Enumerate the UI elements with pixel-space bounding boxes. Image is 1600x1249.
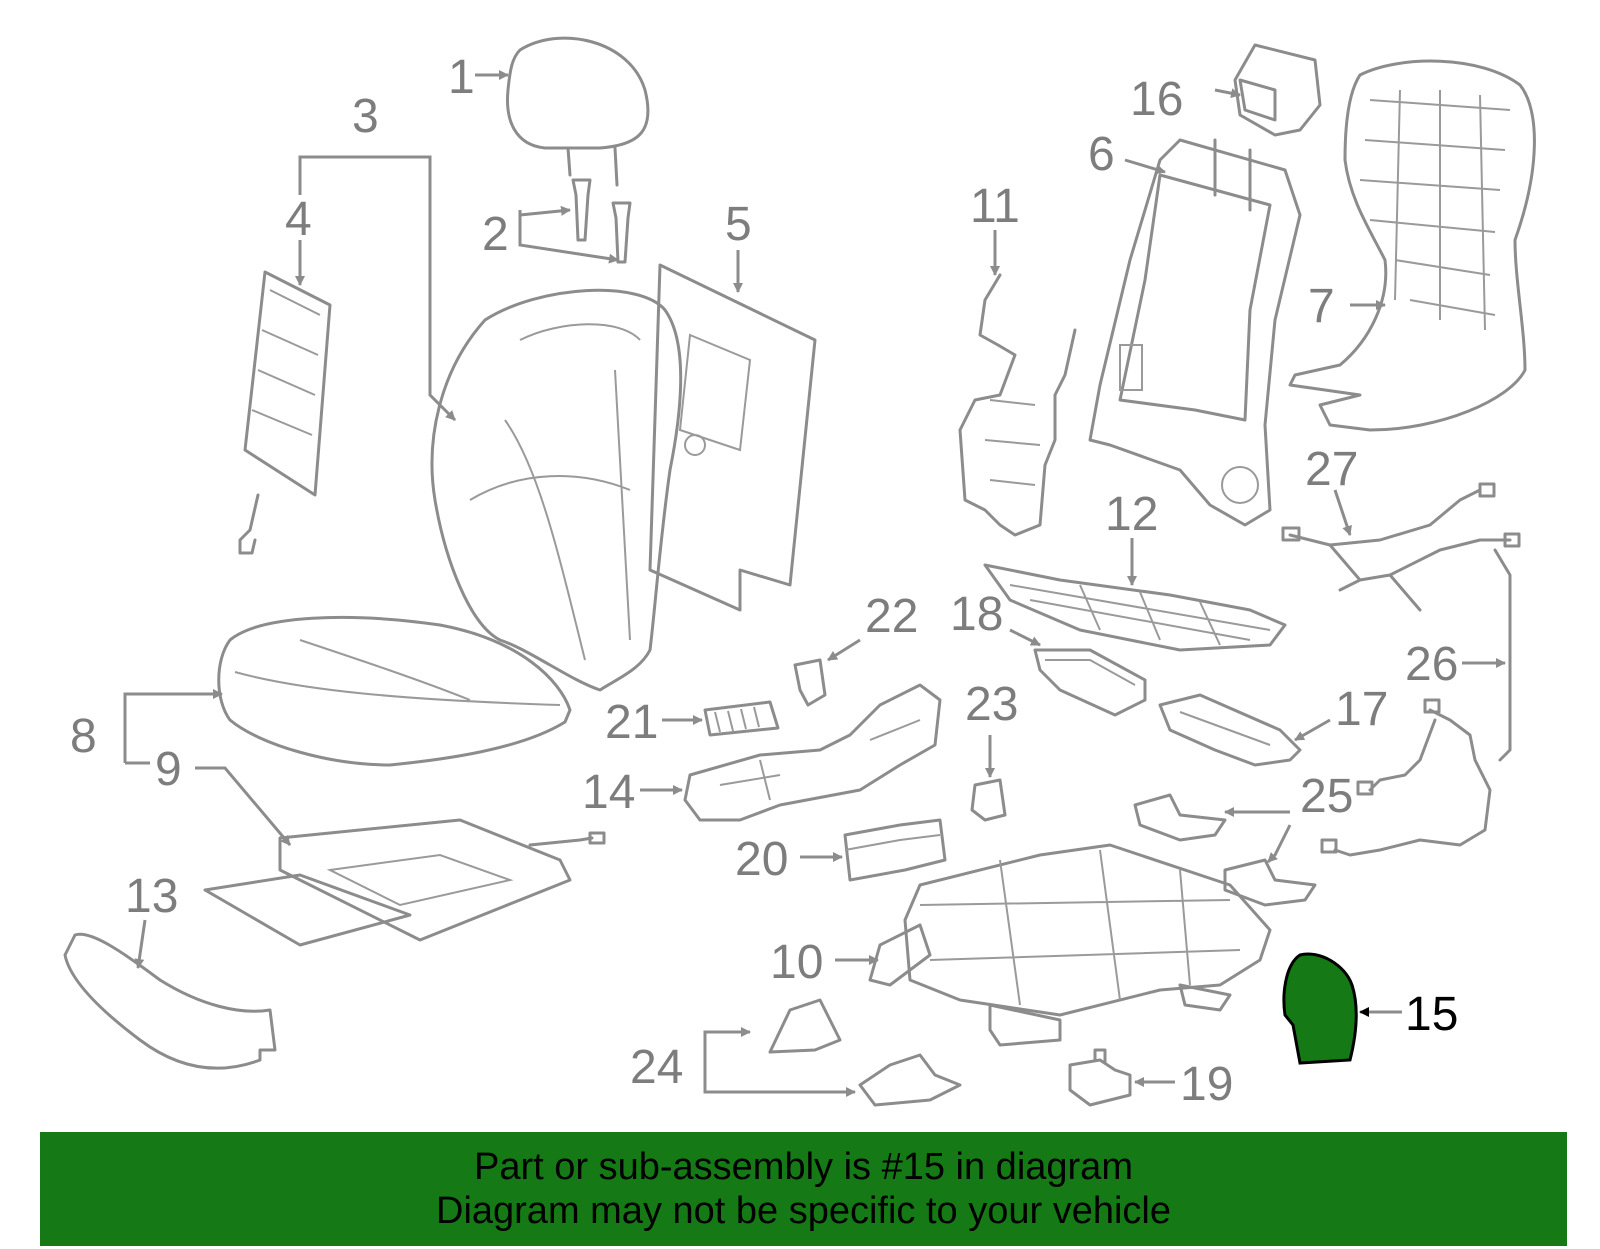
part-seat-cushion	[217, 615, 572, 767]
part-23	[970, 778, 1007, 822]
part-seatback-frame	[1088, 138, 1302, 527]
part-19	[1068, 1048, 1132, 1107]
label-27: 27	[1305, 443, 1358, 496]
label-26: 26	[1405, 638, 1458, 691]
label-17: 17	[1335, 683, 1388, 736]
label-5: 5	[725, 198, 752, 251]
label-3: 3	[352, 90, 379, 143]
part-back-panel	[1288, 59, 1536, 432]
label-2: 2	[482, 208, 509, 261]
label-7: 7	[1308, 280, 1335, 333]
label-13: 13	[125, 870, 178, 923]
label-10: 10	[770, 936, 823, 989]
part-side-bracket	[958, 273, 1077, 537]
part-side-shield	[683, 683, 942, 822]
info-banner: Part or sub-assembly is #15 in diagram D…	[40, 1132, 1567, 1246]
label-18: 18	[950, 588, 1003, 641]
label-4: 4	[285, 193, 312, 246]
part-harness-lower	[1320, 548, 1512, 857]
part-heater-pad	[238, 270, 332, 555]
part-motor	[843, 818, 947, 882]
label-12: 12	[1105, 488, 1158, 541]
part-cushion-heater	[203, 818, 606, 947]
part-headrest-guides	[571, 178, 632, 264]
part-back-board	[648, 263, 817, 612]
part-18	[1033, 648, 1147, 717]
part-seat-spring	[983, 563, 1287, 652]
part-15-highlighted	[1282, 952, 1358, 1065]
label-20: 20	[735, 833, 788, 886]
label-11: 11	[970, 180, 1020, 233]
label-21: 21	[605, 696, 658, 749]
label-16: 16	[1130, 73, 1183, 126]
part-recliner	[1233, 43, 1322, 137]
part-harness-upper	[1281, 482, 1521, 612]
part-seat-adjuster	[868, 843, 1272, 1047]
label-8: 8	[70, 710, 97, 763]
part-24-lower	[858, 1053, 962, 1107]
label-19: 19	[1180, 1058, 1233, 1111]
label-25: 25	[1300, 770, 1353, 823]
label-22: 22	[865, 590, 918, 643]
label-23: 23	[965, 678, 1018, 731]
part-headrest	[505, 36, 650, 187]
part-21	[703, 700, 780, 737]
label-15: 15	[1405, 988, 1458, 1041]
part-24-upper	[768, 998, 842, 1054]
part-side-trim	[63, 932, 277, 1070]
label-9: 9	[155, 743, 182, 796]
part-seatback-cover	[430, 288, 683, 692]
leader-lines	[123, 70, 1506, 1097]
label-1: 1	[448, 51, 475, 104]
label-14: 14	[582, 766, 635, 819]
banner-line-1: Part or sub-assembly is #15 in diagram	[474, 1146, 1133, 1188]
label-6: 6	[1088, 128, 1115, 181]
banner-line-2: Diagram may not be specific to your vehi…	[436, 1190, 1171, 1232]
part-17	[1158, 693, 1302, 767]
part-25-lower	[1223, 858, 1317, 907]
part-25-upper	[1133, 793, 1227, 842]
label-24: 24	[630, 1041, 683, 1094]
callout-numbers: 1 2 3 4 5 6 7 8 9 10 11 12 13 14 15 16 1…	[70, 51, 1458, 1111]
part-22	[793, 658, 827, 707]
